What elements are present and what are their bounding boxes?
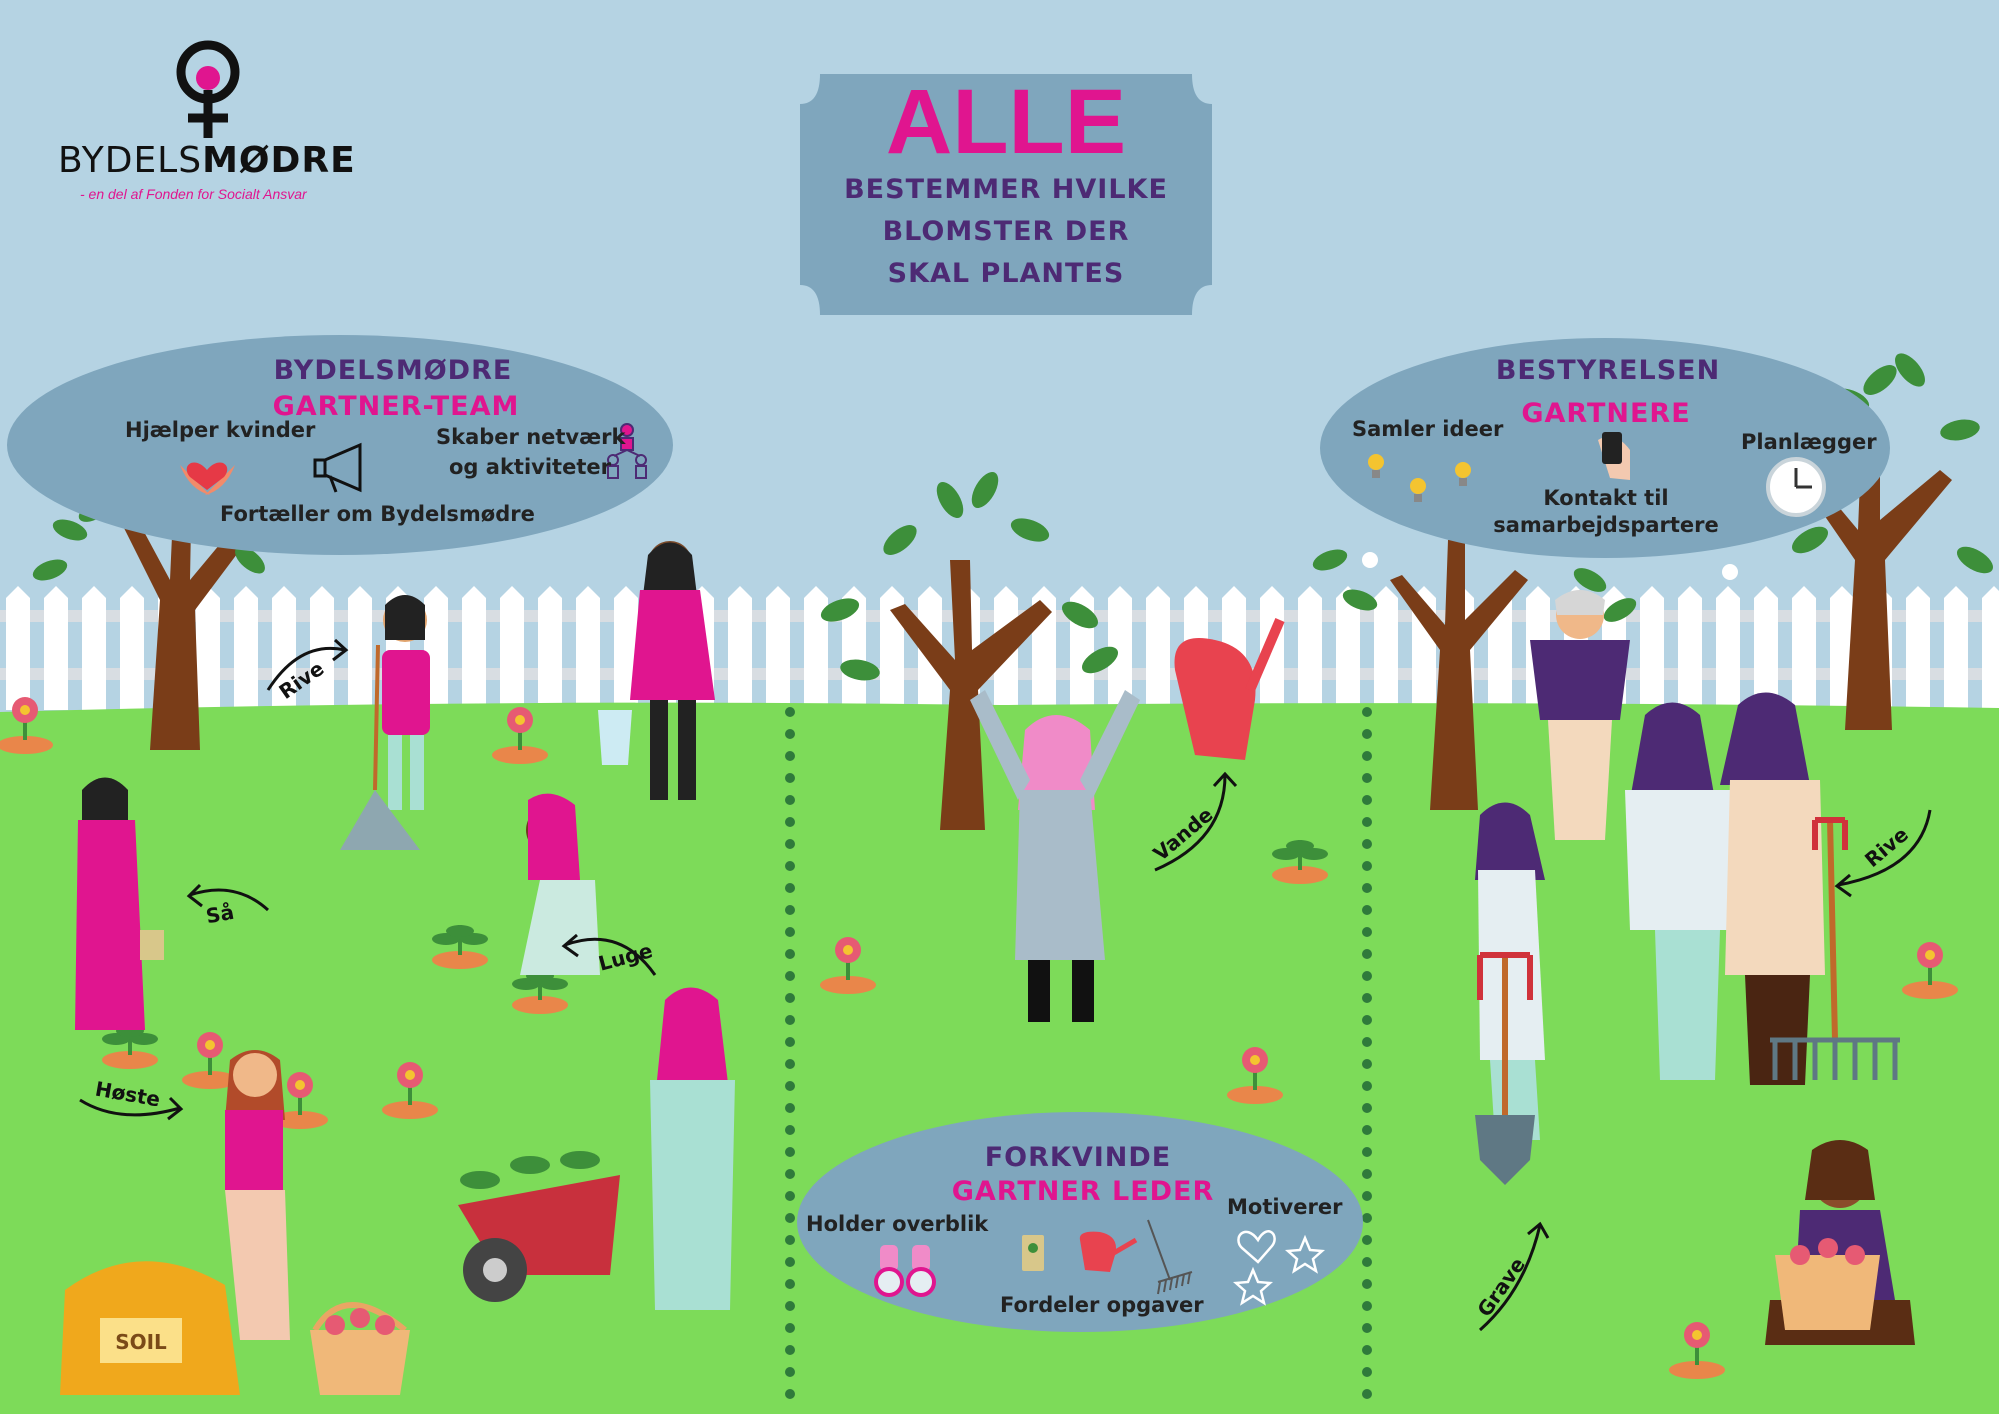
team-center-item3: Fordeler opgaver bbox=[1000, 1293, 1204, 1317]
women-pair-rake bbox=[1625, 692, 1900, 1085]
headline-big: ALLE bbox=[885, 71, 1127, 173]
megaphone-icon bbox=[313, 442, 362, 493]
seed-packet-icon bbox=[1022, 1235, 1044, 1271]
team-left-item1: Hjælper kvinder bbox=[125, 418, 316, 442]
headline-line2: BLOMSTER DER bbox=[882, 216, 1130, 247]
watering-can-icon bbox=[1079, 1231, 1138, 1272]
headline-line1: BESTEMMER HVILKE bbox=[844, 174, 1168, 205]
soil-sack-label: SOIL bbox=[115, 1330, 167, 1354]
logo-tagline: - en del af Fonden for Socialt Ansvar bbox=[80, 186, 307, 202]
bubble-center bbox=[797, 1112, 1363, 1332]
woman-sowing bbox=[75, 777, 164, 1030]
soil-sack bbox=[60, 1261, 240, 1395]
heart-hands-icon bbox=[180, 462, 235, 495]
team-center-item1: Holder overblik bbox=[806, 1212, 989, 1236]
logo-venus-mark bbox=[176, 40, 240, 138]
team-right-item2: Planlægger bbox=[1741, 430, 1877, 454]
team-center-title2: GARTNER LEDER bbox=[951, 1176, 1215, 1207]
team-center-title1: FORKVINDE bbox=[984, 1142, 1172, 1173]
logo-name-regular: BYDELS bbox=[58, 140, 203, 181]
heart-doodle-icon bbox=[1237, 1230, 1276, 1264]
network-people-icon bbox=[607, 423, 647, 479]
bubble-left bbox=[7, 335, 673, 555]
team-right-item3-line2: samarbejdspartere bbox=[1493, 513, 1719, 537]
team-left-title2: GARTNER-TEAM bbox=[272, 391, 520, 422]
team-left-item2-line2: og aktiviteter bbox=[449, 455, 611, 479]
binoculars-icon bbox=[874, 1245, 936, 1297]
tree-right-1 bbox=[1312, 540, 1637, 810]
elder-woman-board bbox=[1530, 590, 1630, 840]
headline-box bbox=[800, 74, 1212, 315]
woman-thinking-shovel bbox=[1475, 802, 1545, 1185]
team-left-item2-line1: Skaber netværk bbox=[436, 425, 626, 449]
flower-patches bbox=[0, 697, 1958, 1379]
action-arrows bbox=[79, 638, 1932, 1332]
team-right-title2: GARTNERE bbox=[1521, 398, 1691, 429]
woman-wheelbarrow bbox=[458, 987, 735, 1310]
woman-watering-center bbox=[970, 618, 1285, 1022]
woman-with-bucket bbox=[598, 541, 715, 800]
clock-icon bbox=[1766, 457, 1826, 517]
team-right-item3-line1: Kontakt til bbox=[1543, 486, 1669, 510]
rake-icon bbox=[1147, 1219, 1193, 1295]
team-left-item3: Fortæller om Bydelsmødre bbox=[220, 502, 535, 526]
lightbulb-icon bbox=[1368, 454, 1471, 502]
star-doodle-icon bbox=[1232, 1234, 1326, 1306]
phone-hand-icon bbox=[1598, 432, 1630, 480]
team-right-title1: BESTYRELSEN bbox=[1495, 355, 1721, 386]
logo-wordmark: BYDELSMØDRE bbox=[58, 140, 356, 181]
dotted-divider-left bbox=[785, 707, 795, 1399]
action-saa: Så bbox=[204, 899, 236, 929]
woman-with-flower-basket-right bbox=[1765, 1140, 1915, 1345]
dotted-divider-right bbox=[1362, 707, 1372, 1399]
woman-harvesting bbox=[225, 1050, 290, 1340]
headline-line3: SKAL PLANTES bbox=[887, 258, 1125, 289]
team-right-item1: Samler ideer bbox=[1352, 417, 1504, 441]
flower-basket-left bbox=[310, 1302, 410, 1395]
team-left-title1: BYDELSMØDRE bbox=[273, 355, 513, 386]
logo-name-bold: MØDRE bbox=[202, 140, 356, 181]
tree-center bbox=[820, 471, 1119, 830]
team-center-item2: Motiverer bbox=[1227, 1195, 1343, 1219]
woman-weeding bbox=[520, 793, 600, 975]
woman-raking-left bbox=[340, 595, 430, 850]
